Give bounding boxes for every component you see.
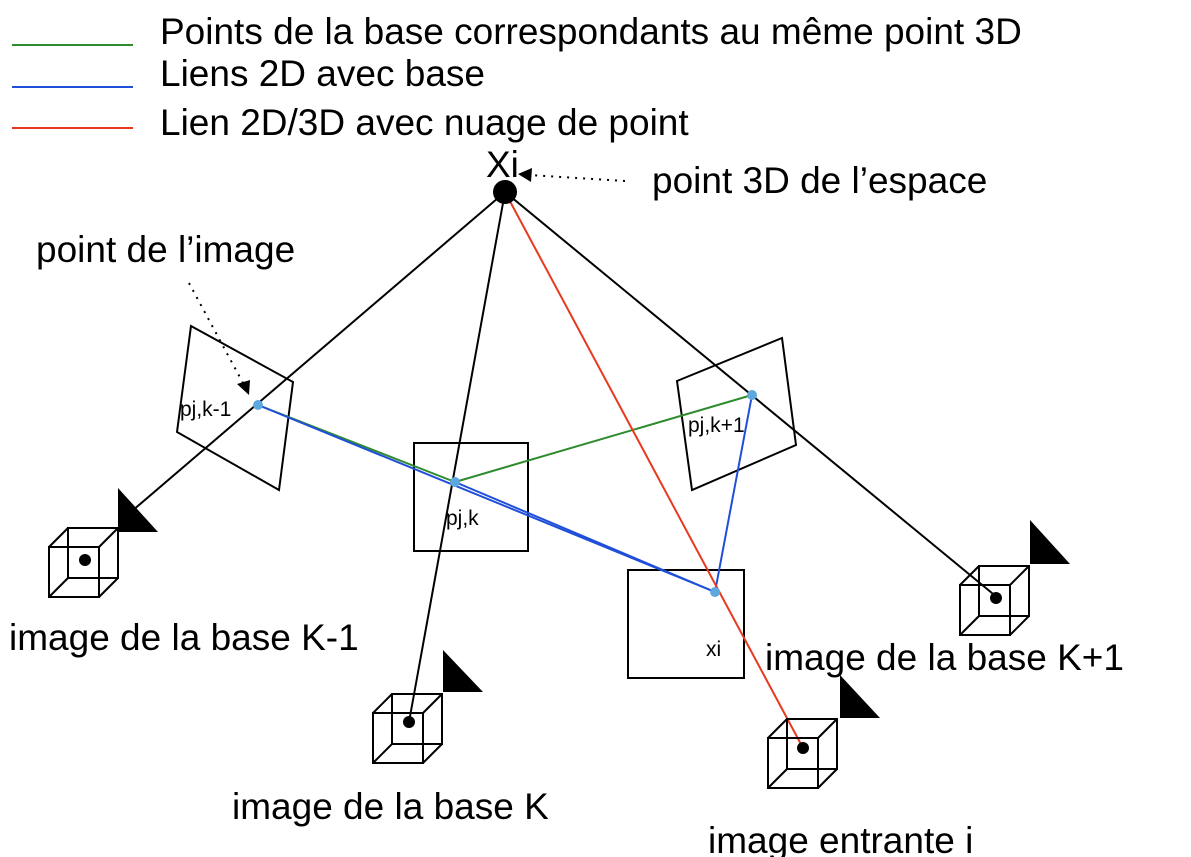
- point-pj-k: [450, 477, 460, 487]
- arrow-point-image-head: [237, 380, 250, 395]
- label-pj-k: pj,k: [446, 507, 479, 530]
- camera-k-flag: [443, 650, 483, 692]
- label-camera-k-plus-1: image de la base K+1: [765, 637, 1124, 678]
- label-pj-k-minus-1: pj,k-1: [180, 398, 231, 421]
- legend-blue-label: Liens 2D avec base: [160, 53, 485, 94]
- camera-k-center: [403, 716, 415, 728]
- point-pj-k-minus-1: [253, 400, 263, 410]
- point-xi-3d: [493, 180, 517, 204]
- arrow-point-image: [188, 282, 244, 384]
- image-plane-k-plus-1: [675, 336, 798, 492]
- label-camera-k: image de la base K: [232, 786, 549, 827]
- camera-k-plus-1-flag: [1030, 520, 1070, 564]
- arrow-point-3d: [528, 174, 626, 182]
- label-camera-k-minus-1: image de la base K-1: [9, 617, 359, 658]
- green-links: [257, 394, 753, 483]
- camera-k-minus-1-flag: [118, 488, 158, 532]
- image-planes: [175, 324, 798, 679]
- image-plane-k-minus-1: [175, 324, 295, 492]
- legend: Points de la base correspondants au même…: [12, 11, 1022, 143]
- label-point-3d: point 3D de l’espace: [652, 160, 987, 201]
- arrow-point-3d-head: [518, 168, 532, 182]
- label-xi-3d: Xi: [486, 144, 519, 185]
- point-xi-2d: [710, 587, 720, 597]
- red-link-xi-3d: [504, 191, 804, 749]
- pointer-arrows: [188, 168, 626, 395]
- legend-green-label: Points de la base correspondants au même…: [160, 11, 1022, 52]
- labels: Xi point 3D de l’espace point de l’image…: [9, 144, 1124, 857]
- camera-k: [372, 650, 483, 764]
- blue-links: [257, 394, 753, 593]
- label-xi-2d: xi: [706, 638, 721, 661]
- legend-red-label: Lien 2D/3D avec nuage de point: [160, 102, 689, 143]
- camera-input: [767, 675, 880, 789]
- camera-input-flag: [840, 675, 880, 718]
- image-points: [253, 390, 757, 597]
- camera-input-center: [797, 742, 809, 754]
- camera-k-minus-1: [48, 488, 158, 598]
- image-plane-k: [413, 442, 529, 552]
- image-plane-input: [627, 569, 745, 679]
- label-camera-input: image entrante i: [708, 820, 973, 857]
- point-pj-k-plus-1: [747, 390, 757, 400]
- projection-line-k: [408, 191, 506, 723]
- camera-k-plus-1-center: [990, 592, 1002, 604]
- label-pj-k-plus-1: pj,k+1: [688, 414, 745, 437]
- green-link-k-kp1: [454, 394, 753, 483]
- label-point-image: point de l’image: [36, 229, 295, 270]
- blue-link-k-xi: [454, 481, 716, 593]
- camera-k-minus-1-center: [79, 554, 91, 566]
- camera-k-plus-1: [959, 520, 1070, 636]
- projection-line-k-minus-1: [124, 191, 506, 518]
- blue-link-kp1-xi: [714, 394, 753, 593]
